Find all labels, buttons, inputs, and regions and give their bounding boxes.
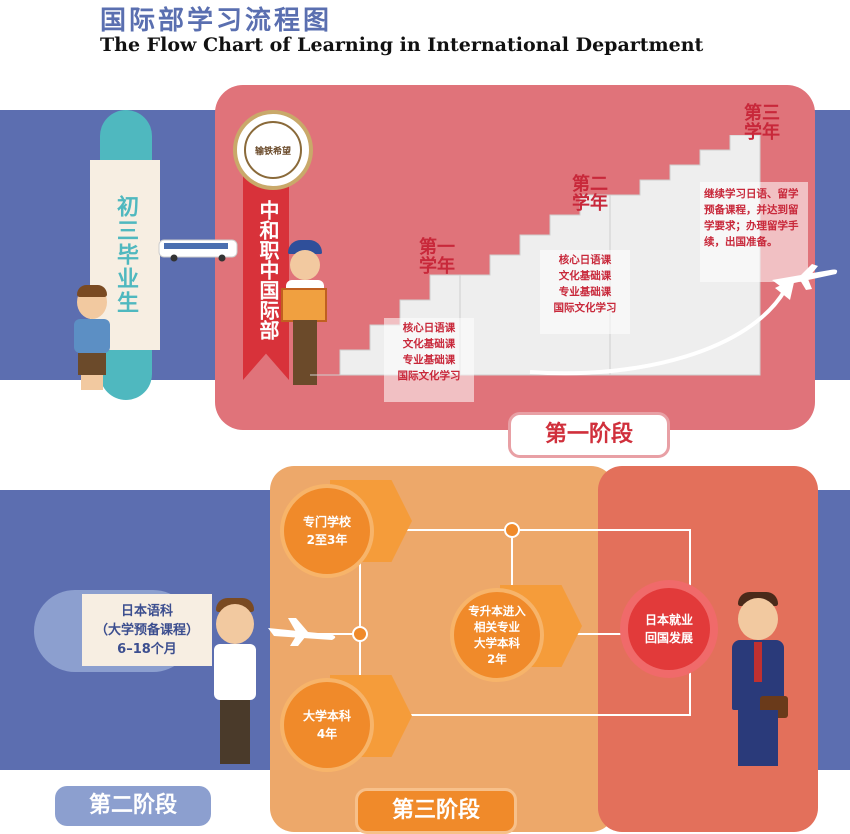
transfer-line: 相关专业 (474, 620, 520, 634)
university-line: 大学本科 (302, 709, 351, 723)
start-label: 初三毕业生 (90, 160, 160, 350)
student-head (216, 604, 254, 644)
outcome-line: 回国发展 (644, 631, 693, 645)
badge-inner: 输铁希望 (244, 121, 302, 179)
page-title-en: The Flow Chart of Learning in Internatio… (100, 34, 704, 56)
university-line: 4年 (316, 727, 338, 741)
student-figure (72, 285, 112, 390)
course-item: 文化基础课 (402, 338, 456, 350)
transfer-line: 专升本进入 (468, 604, 526, 618)
course-item: 专业基础课 (402, 354, 456, 366)
transfer-line: 2年 (487, 652, 507, 666)
stage2-label: 第二阶段 (55, 786, 211, 826)
page-title-cn: 国际部学习流程图 (100, 6, 333, 36)
airplane-icon-2 (268, 618, 336, 646)
year3-title: 第三学年 (744, 103, 780, 143)
university-node: 大学本科 4年 (280, 678, 374, 772)
school-ribbon (243, 160, 289, 380)
student-hair (77, 285, 107, 297)
outcome-line: 日本就业 (644, 613, 693, 627)
vocational-line: 2至3年 (306, 533, 348, 547)
vocational-node: 专门学校 2至3年 (280, 484, 374, 578)
school-badge: 输铁希望 (233, 110, 313, 190)
course-item: 国际文化学习 (397, 370, 461, 382)
student-shirt (214, 644, 256, 700)
stage3-label: 第三阶段 (355, 788, 517, 834)
vocational-line: 专门学校 (302, 515, 351, 529)
man-legs (738, 710, 778, 766)
man-head (738, 598, 778, 640)
outcome-node: 日本就业 回国发展 (628, 588, 710, 670)
courier-cap (288, 240, 322, 254)
courier-figure (281, 240, 327, 390)
student-pants (220, 700, 250, 764)
student-pants (78, 353, 106, 375)
course-item: 核心日语课 (558, 254, 612, 266)
man-tie (754, 642, 762, 682)
year3-desc: 继续学习日语、留学预备课程，并达到留学要求；办理留学手续，出国准备。 (700, 182, 808, 282)
stage1-label: 第一阶段 (508, 412, 670, 458)
businessman-figure (728, 592, 790, 770)
student-shirt (74, 319, 110, 353)
courier-pants (293, 320, 317, 385)
badge-text: 输铁希望 (254, 146, 291, 157)
language-line: 日本语科 (120, 603, 173, 619)
language-course-box: 日本语科 （大学预备课程） 6–18个月 (82, 594, 212, 666)
transfer-node: 专升本进入 相关专业 大学本科 2年 (450, 588, 544, 682)
year2-title: 第二学年 (572, 174, 608, 214)
transfer-line: 大学本科 (474, 636, 520, 650)
course-item: 核心日语课 (402, 322, 456, 334)
school-label: 中和职中国际部 (256, 200, 280, 340)
course-item: 文化基础课 (558, 270, 612, 282)
student-legs (81, 375, 103, 390)
language-line: 6–18个月 (117, 641, 177, 657)
course-item: 国际文化学习 (553, 302, 617, 314)
student-figure-2 (210, 598, 260, 768)
year2-courses: 核心日语课 文化基础课 专业基础课 国际文化学习 (540, 250, 630, 334)
courier-head (290, 250, 320, 280)
course-item: 专业基础课 (558, 286, 612, 298)
language-line: （大学预备课程） (94, 622, 199, 638)
bus-icon (158, 238, 240, 262)
year1-courses: 核心日语课 文化基础课 专业基础课 国际文化学习 (384, 318, 474, 402)
year1-title: 第一学年 (419, 237, 455, 277)
